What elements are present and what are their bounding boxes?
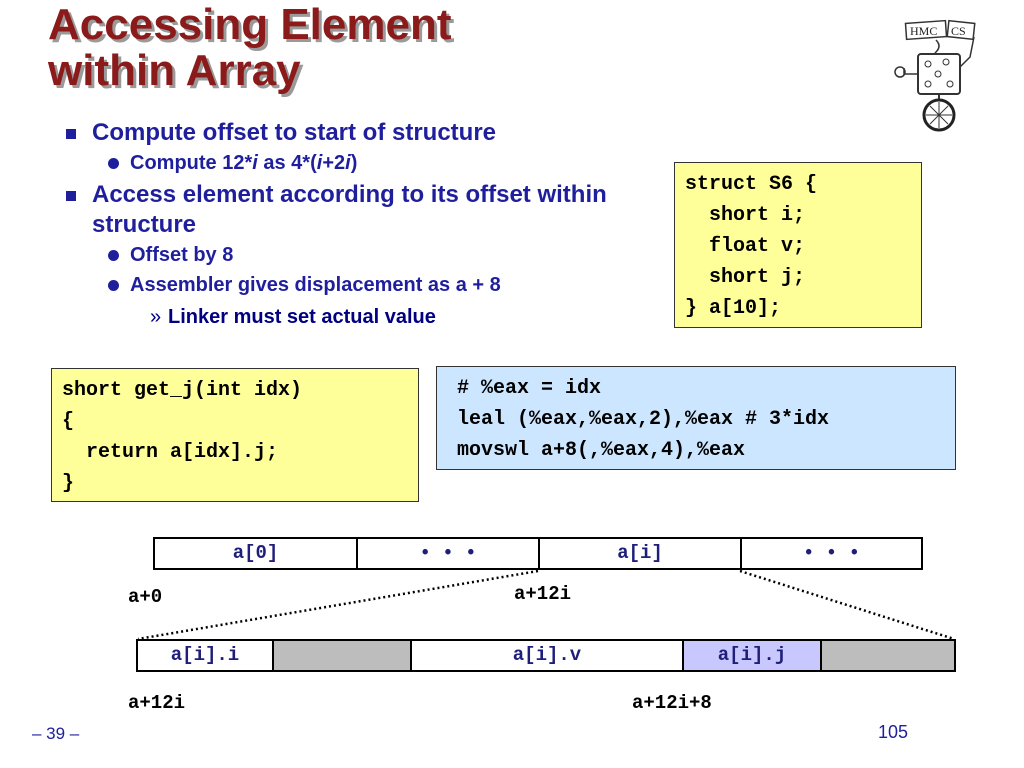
array-cell-ellipsis-1: • • • [358,539,540,568]
bullet-list: Compute offset to start of structure Com… [66,116,636,334]
label-a-plus-12i-top: a+12i [514,583,572,605]
struct-memory-row: a[i].i a[i].v a[i].j [136,639,956,672]
struct-cell-v: a[i].v [412,641,684,670]
assembly-code: # %eax = idx leal (%eax,%eax,2),%eax # 3… [436,366,956,470]
array-cell-a0: a[0] [155,539,358,568]
struct-cell-padding-1 [274,641,412,670]
struct-cell-padding-2 [822,641,954,670]
connector-right [739,569,955,641]
struct-cell-i: a[i].i [138,641,274,670]
array-cell-ai: a[i] [540,539,742,568]
label-a-plus-0: a+0 [128,586,163,608]
hmc-cs-logo-icon: HMC CS [894,19,976,132]
struct-cell-j: a[i].j [684,641,822,670]
raquo-marker: » [150,306,162,328]
title-line-1: Accessing Element [48,0,452,49]
bullet-access-element: Access element according to its offset w… [66,180,636,240]
sub-bullet-offset-by-8: Offset by 8 [66,240,636,270]
footer-page-marker: – 39 – [32,724,80,743]
c-function-code: short get_j(int idx) { return a[idx].j; … [51,368,419,502]
array-memory-row: a[0] • • • a[i] • • • [153,537,923,570]
logo-text-cs: CS [951,24,966,38]
sub-bullet-assembler-displacement: Assembler gives displacement as a + 8 [66,270,636,300]
bullet-compute-offset: Compute offset to start of structure [66,118,636,148]
slide-title: Accessing Element within Array [48,2,452,94]
label-a-plus-12i-plus-8: a+12i+8 [632,692,712,714]
footer-slide-number: 105 [878,722,909,742]
sub-bullet-compute-12i: Compute 12*i as 4*(i+2i) [66,148,636,178]
logo-text-hmc: HMC [910,24,937,38]
label-a-plus-12i-bottom: a+12i [128,692,186,714]
struct-definition-code: struct S6 { short i; float v; short j; }… [674,162,922,328]
array-cell-ellipsis-2: • • • [802,542,860,564]
title-line-2: within Array [48,46,301,95]
sub-sub-bullet-linker: »Linker must set actual value [66,300,636,334]
connector-left [137,569,539,641]
